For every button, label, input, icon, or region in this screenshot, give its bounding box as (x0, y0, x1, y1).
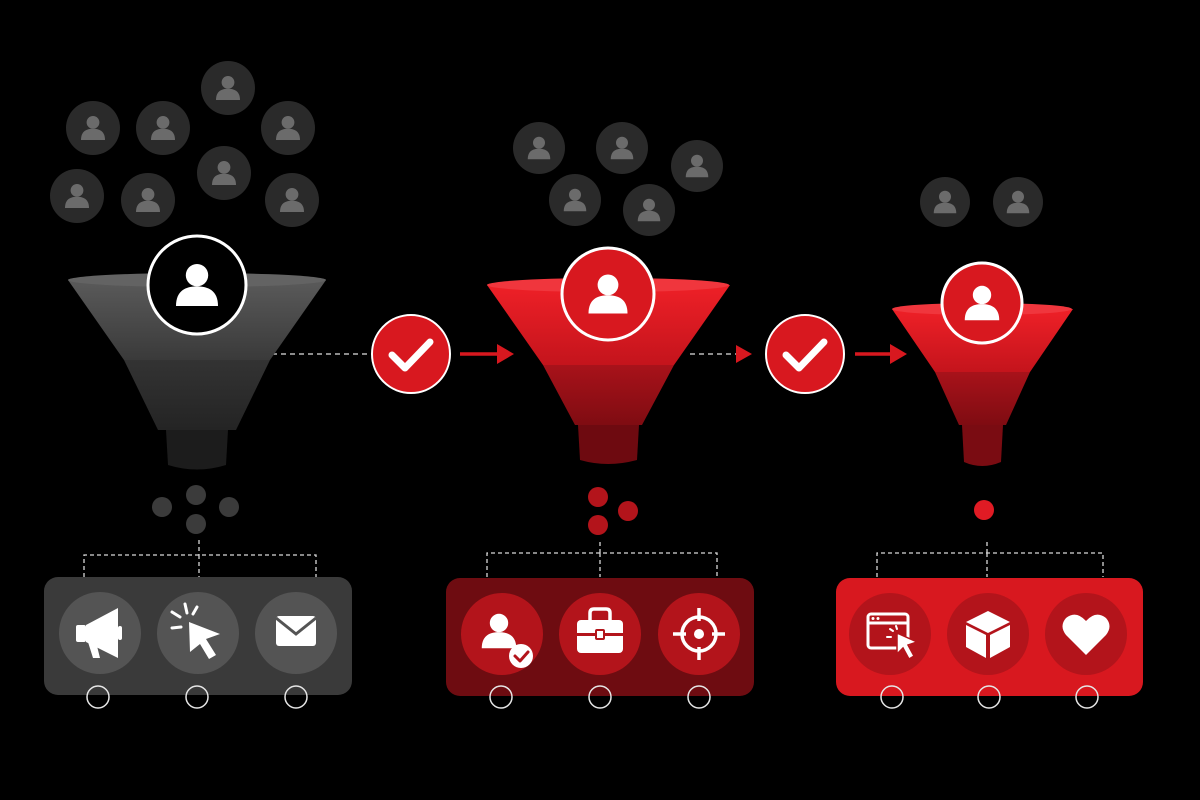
panel-button-user-check[interactable] (461, 593, 543, 675)
user-check-icon (481, 613, 533, 668)
target-icon (673, 608, 725, 660)
incoming-users-conversion (920, 177, 1043, 227)
stage-selector[interactable] (1075, 685, 1099, 709)
incoming-users-consideration (513, 122, 723, 236)
panel-button-click[interactable] (157, 592, 239, 674)
funnel-consideration (487, 246, 730, 464)
user-bubble (920, 177, 970, 227)
panel-button-briefcase[interactable] (559, 593, 641, 675)
user-bubble (265, 173, 319, 227)
heart-icon (1062, 614, 1110, 655)
stage-selector[interactable] (977, 685, 1001, 709)
box-icon (966, 611, 1010, 658)
megaphone-icon (76, 608, 122, 658)
panel-conversion (836, 578, 1143, 696)
stage-selector[interactable] (880, 685, 904, 709)
user-bubble (201, 61, 255, 115)
panel-button-browser-click[interactable] (849, 593, 931, 675)
output-dots-conversion (974, 500, 994, 520)
user-bubble (623, 184, 675, 236)
panel-button-box[interactable] (947, 593, 1029, 675)
output-dots-consideration (588, 487, 638, 535)
arrow-right-icon (855, 344, 907, 364)
selectors-consideration (489, 685, 711, 709)
arrow-right-icon (460, 344, 514, 364)
incoming-users-awareness (50, 61, 319, 227)
user-bubble (121, 173, 175, 227)
stage-selector[interactable] (489, 685, 513, 709)
checkmark-icon (371, 314, 451, 394)
stage-selector[interactable] (588, 685, 612, 709)
panel-button-target[interactable] (658, 593, 740, 675)
selectors-awareness (86, 685, 308, 709)
panel-button-megaphone[interactable] (59, 592, 141, 674)
envelope-icon (275, 616, 317, 646)
connector-consideration-to-conversion (690, 314, 907, 394)
stage-selector[interactable] (86, 685, 110, 709)
funnel-user-icon (560, 246, 656, 342)
user-bubble (50, 169, 104, 223)
funnel-conversion (892, 261, 1073, 466)
bracket-lines (83, 540, 1104, 577)
funnel-user-icon (146, 234, 248, 336)
output-dots-awareness (152, 485, 239, 534)
panel-awareness (44, 577, 352, 695)
stage-selector[interactable] (687, 685, 711, 709)
panel-button-envelope[interactable] (255, 592, 337, 674)
browser-click-icon (866, 612, 920, 661)
selectors-conversion (880, 685, 1099, 709)
user-bubble (671, 140, 723, 192)
user-bubble (261, 101, 315, 155)
connector-awareness-to-consideration (272, 314, 514, 394)
user-bubble (993, 177, 1043, 227)
funnel-awareness (68, 234, 326, 470)
arrow-right-icon (736, 345, 752, 363)
panel-consideration (446, 578, 754, 696)
stage-selector[interactable] (284, 685, 308, 709)
briefcase-icon (577, 607, 623, 653)
checkmark-icon (765, 314, 845, 394)
user-bubble (596, 122, 648, 174)
user-bubble (549, 174, 601, 226)
cursor-click-icon (170, 602, 220, 659)
stage-selector[interactable] (185, 685, 209, 709)
funnel-user-icon (940, 261, 1024, 345)
panel-button-heart[interactable] (1045, 593, 1127, 675)
user-bubble (66, 101, 120, 155)
user-bubble (136, 101, 190, 155)
user-bubble (513, 122, 565, 174)
user-bubble (197, 146, 251, 200)
